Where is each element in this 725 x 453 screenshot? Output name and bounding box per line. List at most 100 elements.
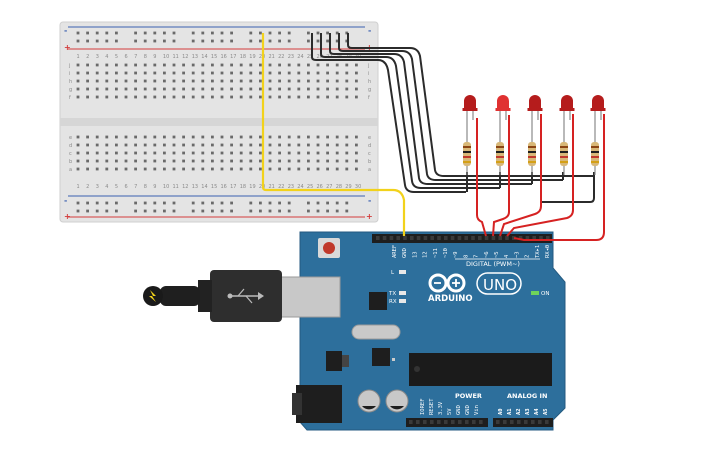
breadboard-hole[interactable] [76, 95, 80, 99]
breadboard-hole[interactable] [76, 143, 80, 147]
breadboard-hole[interactable] [76, 151, 80, 155]
rail-hole[interactable] [191, 39, 195, 43]
breadboard-hole[interactable] [134, 71, 137, 75]
breadboard-hole[interactable] [316, 151, 320, 155]
rail-hole[interactable] [76, 209, 80, 213]
breadboard-hole[interactable] [124, 79, 128, 83]
rail-hole[interactable] [259, 201, 262, 205]
breadboard-hole[interactable] [95, 167, 99, 171]
breadboard-hole[interactable] [163, 87, 166, 91]
breadboard-hole[interactable] [211, 159, 214, 163]
rail-hole[interactable] [316, 39, 320, 43]
header-pin[interactable] [532, 236, 536, 240]
breadboard-hole[interactable] [268, 79, 272, 83]
breadboard-hole[interactable] [220, 79, 224, 83]
breadboard-hole[interactable] [259, 143, 262, 147]
breadboard-hole[interactable] [163, 95, 166, 99]
breadboard-hole[interactable] [268, 71, 272, 75]
breadboard-hole[interactable] [268, 167, 272, 171]
breadboard-hole[interactable] [259, 87, 262, 91]
breadboard-hole[interactable] [153, 167, 157, 171]
breadboard-hole[interactable] [211, 143, 214, 147]
rail-hole[interactable] [95, 209, 99, 213]
breadboard-hole[interactable] [172, 167, 176, 171]
resistor-5-ground[interactable] [540, 172, 595, 203]
breadboard-hole[interactable] [239, 63, 243, 67]
breadboard-hole[interactable] [287, 95, 291, 99]
breadboard-hole[interactable] [201, 95, 205, 99]
breadboard-hole[interactable] [355, 63, 358, 67]
breadboard-hole[interactable] [239, 159, 243, 163]
breadboard-hole[interactable] [143, 151, 147, 155]
breadboard-hole[interactable] [307, 151, 310, 155]
led-5[interactable] [590, 95, 606, 128]
header-pin[interactable] [389, 236, 394, 240]
rail-hole[interactable] [316, 201, 320, 205]
breadboard-hole[interactable] [230, 79, 233, 83]
breadboard-hole[interactable] [297, 63, 301, 67]
rail-hole[interactable] [86, 39, 89, 43]
breadboard-hole[interactable] [239, 87, 243, 91]
breadboard-hole[interactable] [316, 135, 320, 139]
breadboard-hole[interactable] [124, 159, 128, 163]
header-pin[interactable] [465, 420, 469, 424]
breadboard-hole[interactable] [201, 79, 205, 83]
breadboard-hole[interactable] [220, 63, 224, 67]
rail-hole[interactable] [191, 201, 195, 205]
breadboard-hole[interactable] [143, 95, 147, 99]
breadboard-hole[interactable] [335, 87, 339, 91]
breadboard-hole[interactable] [153, 63, 157, 67]
breadboard-hole[interactable] [316, 71, 320, 75]
header-pin[interactable] [545, 420, 549, 424]
breadboard-hole[interactable] [134, 95, 137, 99]
breadboard-hole[interactable] [115, 135, 118, 139]
breadboard-hole[interactable] [249, 151, 253, 155]
header-pin[interactable] [525, 236, 530, 240]
rail-hole[interactable] [249, 39, 253, 43]
red-wire-led-1[interactable] [476, 118, 487, 237]
breadboard-hole[interactable] [259, 151, 262, 155]
breadboard-hole[interactable] [172, 63, 176, 67]
breadboard-hole[interactable] [172, 135, 176, 139]
header-pin[interactable] [531, 420, 535, 424]
breadboard-hole[interactable] [86, 63, 89, 67]
breadboard-hole[interactable] [278, 167, 281, 171]
rail-hole[interactable] [191, 209, 195, 213]
header-pin[interactable] [472, 420, 476, 424]
red-wire-led-3[interactable] [499, 114, 542, 237]
rail-hole[interactable] [163, 201, 166, 205]
breadboard-hole[interactable] [249, 143, 253, 147]
breadboard-hole[interactable] [191, 87, 195, 91]
breadboard-hole[interactable] [287, 79, 291, 83]
breadboard-hole[interactable] [163, 71, 166, 75]
breadboard-hole[interactable] [239, 71, 243, 75]
rail-hole[interactable] [287, 39, 291, 43]
header-pin[interactable] [403, 236, 407, 240]
breadboard-hole[interactable] [134, 135, 137, 139]
rail-hole[interactable] [211, 31, 214, 35]
rail-hole[interactable] [345, 39, 349, 43]
rail-hole[interactable] [153, 31, 157, 35]
breadboard-hole[interactable] [278, 151, 281, 155]
breadboard-hole[interactable] [287, 135, 291, 139]
breadboard-hole[interactable] [239, 167, 243, 171]
breadboard-hole[interactable] [172, 87, 176, 91]
header-pin[interactable] [539, 236, 543, 240]
header-pin[interactable] [450, 236, 455, 240]
breadboard-hole[interactable] [297, 167, 301, 171]
breadboard-hole[interactable] [326, 167, 329, 171]
breadboard-hole[interactable] [105, 143, 109, 147]
header-pin[interactable] [524, 420, 528, 424]
breadboard-hole[interactable] [287, 71, 291, 75]
breadboard-hole[interactable] [268, 63, 272, 67]
breadboard-hole[interactable] [124, 135, 128, 139]
rail-hole[interactable] [76, 201, 80, 205]
breadboard-hole[interactable] [326, 95, 329, 99]
breadboard-hole[interactable] [355, 79, 358, 83]
breadboard-hole[interactable] [335, 63, 339, 67]
breadboard-hole[interactable] [191, 151, 195, 155]
breadboard-hole[interactable] [316, 95, 320, 99]
breadboard-hole[interactable] [259, 135, 262, 139]
header-pin[interactable] [430, 420, 434, 424]
